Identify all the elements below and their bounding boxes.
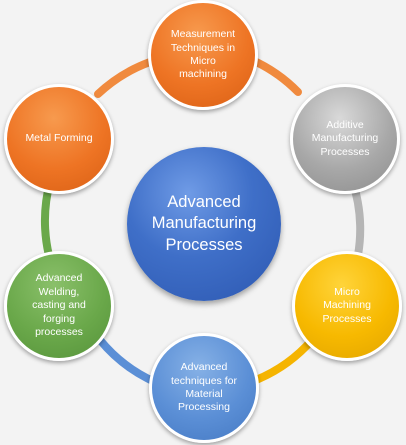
node-label: Measurement Techniques in Micro machinin… — [170, 28, 236, 81]
connector-yellow-bottom-right — [252, 336, 316, 384]
connector-orange-top-left — [94, 58, 154, 98]
node-micro-machining: Micro Machining Processes — [292, 251, 402, 361]
node-label: Advanced techniques for Material Process… — [171, 361, 237, 414]
node-metal-forming: Metal Forming — [4, 84, 114, 194]
node-label: Additive Manufacturing Processes — [311, 118, 379, 158]
node-additive-manufacturing: Additive Manufacturing Processes — [290, 84, 400, 194]
center-circle: Advanced Manufacturing Processes — [127, 147, 281, 301]
connector-orange-top-right — [248, 56, 302, 96]
node-advanced-material-processing: Advanced techniques for Material Process… — [149, 333, 259, 443]
node-advanced-welding: Advanced Welding, casting and forging pr… — [4, 251, 114, 361]
node-label: Metal Forming — [25, 132, 93, 145]
connector-blue-bottom-left — [96, 336, 159, 386]
center-label: Advanced Manufacturing Processes — [151, 192, 257, 254]
node-label: Advanced Welding, casting and forging pr… — [32, 272, 86, 339]
node-measurement-techniques: Measurement Techniques in Micro machinin… — [148, 0, 258, 110]
node-label: Micro Machining Processes — [322, 285, 372, 325]
